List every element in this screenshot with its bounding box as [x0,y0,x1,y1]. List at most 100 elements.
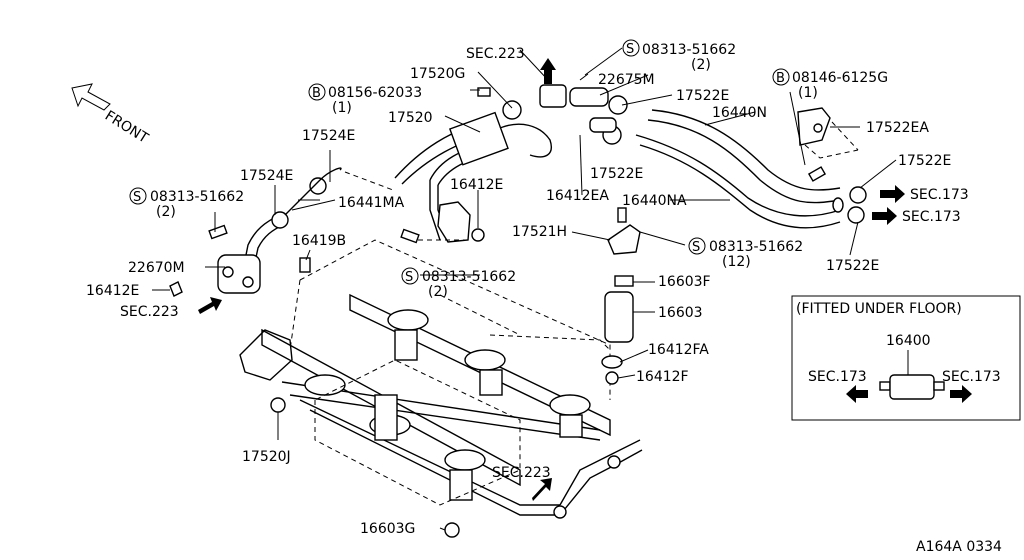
inset-frame [791,295,1021,421]
front-label: FRONT [102,108,151,147]
bracket-16412e [437,201,471,243]
label-22675m: 22675M [598,72,655,88]
front-arrow-icon [71,83,111,111]
fuel-rail-assembly [239,293,643,516]
hose-clamp-block [448,111,509,166]
label-17520j: 17520J [242,449,291,465]
clamp-bottom [607,455,621,469]
hose-end [832,197,844,213]
prefix-s: S [133,190,141,205]
label-08156-62033: 08156-62033 [328,85,422,101]
bolt-08156 [477,87,491,97]
inset-fitted-under-floor: (FITTED UNDER FLOOR) 16400 SEC.173 SEC.1… [791,295,1021,421]
bolt-08313-mid [400,228,420,244]
inset-sec-right: SEC.173 [942,369,1001,385]
label-sec223-bottom: SEC.223 [492,465,551,481]
up-arrow-icon [540,58,556,84]
label-sec173-a: SEC.173 [910,187,969,203]
hose-stub [589,117,617,133]
injector-port [304,374,346,396]
injector-body [449,469,473,501]
label-17524e-a: 17524E [302,128,355,144]
label-16412ea: 16412EA [546,188,609,204]
label-16412f: 16412F [636,369,689,385]
label-16603g: 16603G [360,521,415,537]
label-08313-51662-top-qty: (2) [691,57,711,73]
label-08313-51662-mid: 08313-51662 [422,269,516,285]
o-ring-16412e-mid [471,228,485,242]
diagram-code: A164A 0334 [916,539,1002,555]
label-16603f: 16603F [658,274,711,290]
injector-body [479,369,503,396]
prefix-s: S [692,240,700,255]
label-08313-51662-mid-right-qty: (12) [722,254,751,270]
prefix-s: S [405,270,413,285]
bolt-08313 [208,224,228,240]
injector-port [549,394,591,416]
label-16412e-b: 16412E [86,283,139,299]
label-16603: 16603 [658,305,703,321]
o-ring-16412f [605,371,619,385]
label-17520g: 17520G [410,66,465,82]
bolt-16419b [299,257,311,273]
standard-part-markers: S B B S S S [129,39,790,285]
label-08313-51662-top: 08313-51662 [642,42,736,58]
regulator-port [242,276,254,288]
label-17522e-a: 17522E [676,88,729,104]
right-arrow-icon [872,207,897,225]
prefix-s: S [626,42,634,57]
washer-17520j [270,397,286,413]
label-17522e-b: 17522E [590,166,643,182]
regulator-port [222,266,234,278]
label-16412e-a: 16412E [450,177,503,193]
clamp-bottom [553,505,567,519]
right-arrow-icon [880,185,905,203]
label-sec223-left: SEC.223 [120,304,179,320]
connector-17520g [539,84,567,108]
injector-port [464,349,506,371]
bolt-08313-right [617,207,627,223]
washer-16603g [444,522,460,538]
clamp-17524e [271,211,289,229]
label-16412fa: 16412FA [648,342,709,358]
fuel-hose-16440n [635,109,844,229]
prefix-b: B [312,86,321,101]
label-08313-51662-left: 08313-51662 [150,189,244,205]
label-22670m: 22670M [128,260,185,276]
label-17520: 17520 [388,110,433,126]
fuel-damper-cluster [477,58,628,145]
inset-title: (FITTED UNDER FLOOR) [796,301,962,317]
label-sec223-top: SEC.223 [466,46,525,62]
bracket-hole [813,123,823,133]
o-ring-16412e [169,281,183,297]
label-17521h: 17521H [512,224,567,240]
injector-port [444,449,486,471]
label-16440n: 16440N [712,105,767,121]
label-16419b: 16419B [292,233,346,249]
label-08313-51662-mid-right: 08313-51662 [709,239,803,255]
injector-body [559,414,583,438]
part-labels: SEC.223 08313-51662 (2) 17520G 22675M 08… [86,42,969,537]
label-17522e-d: 17522E [826,258,879,274]
clamp-17522e-right [849,186,867,204]
inset-part-label: 16400 [886,333,931,349]
label-08313-51662-mid-qty: (2) [428,284,448,300]
clamp-17522e-right [847,206,865,224]
label-17522e-c: 17522E [898,153,951,169]
inset-sec-left: SEC.173 [808,369,867,385]
left-arrow-icon [846,385,868,403]
label-08146-6125g: 08146-6125G [792,70,888,86]
filter-outlet [933,381,945,391]
label-sec173-b: SEC.173 [902,209,961,225]
injector-port [387,309,429,331]
filter-inlet [879,381,891,391]
label-16440na: 16440NA [622,193,687,209]
label-17522ea: 17522EA [866,120,929,136]
up-right-arrow-icon [532,478,552,501]
label-08313-51662-left-qty: (2) [156,204,176,220]
label-16441ma: 16441MA [338,195,405,211]
pressure-regulator-assembly [169,167,342,314]
injector-body [374,394,398,441]
